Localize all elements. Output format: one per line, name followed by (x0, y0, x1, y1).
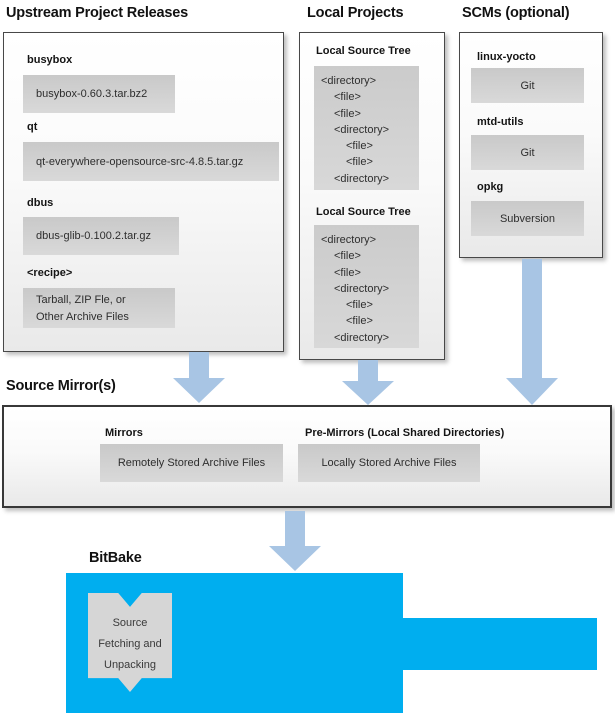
premirrors-box: Locally Stored Archive Files (298, 444, 480, 482)
ribbon-line: Unpacking (104, 659, 156, 671)
qt-label: qt (27, 121, 38, 133)
qt-tarball-box: qt-everywhere-opensource-src-4.8.5.tar.g… (23, 142, 279, 181)
tree-line: <file> (346, 315, 373, 328)
ribbon-line: Source (112, 617, 148, 629)
opkg-subversion-text: Subversion (499, 212, 556, 225)
tree-line: <file> (346, 156, 373, 169)
tree-line: <file> (346, 299, 373, 312)
recipe-archive-line: Other Archive Files (36, 311, 129, 323)
tree-line: <directory> (334, 331, 390, 344)
arrow-upstream-to-mirrors (173, 352, 225, 403)
dbus-tarball-box: dbus-glib-0.100.2.tar.gz (23, 217, 179, 255)
local-source-tree-2-label: Local Source Tree (316, 206, 411, 218)
local-source-tree-1-box: <directory> <file> <file> <directory> <f… (314, 66, 419, 190)
mtd-utils-git-box: Git (471, 135, 584, 170)
premirrors-label: Pre-Mirrors (Local Shared Directories) (305, 427, 505, 439)
scms-panel: linux-yocto Git mtd-utils Git opkg Subve… (459, 32, 603, 258)
mirrors-box-text: Remotely Stored Archive Files (117, 457, 266, 469)
mtd-utils-label: mtd-utils (477, 116, 524, 128)
tree-line: <file> (334, 91, 361, 104)
opkg-label: opkg (477, 181, 504, 193)
opkg-subversion-box: Subversion (471, 201, 584, 236)
upstream-title: Upstream Project Releases (6, 5, 188, 21)
busybox-tarball-box: busybox-0.60.3.tar.bz2 (23, 75, 175, 113)
tree-line: <file> (346, 140, 373, 153)
tree-line: <directory> (321, 75, 377, 87)
tree-line: <file> (334, 107, 361, 120)
premirrors-box-text: Locally Stored Archive Files (321, 457, 457, 469)
dbus-tarball-text: dbus-glib-0.100.2.tar.gz (36, 230, 151, 242)
bitbake-arm (402, 618, 597, 670)
source-mirrors-panel: Mirrors Remotely Stored Archive Files Pr… (2, 405, 612, 508)
recipe-label: <recipe> (27, 267, 73, 279)
tree-line: <directory> (321, 234, 377, 246)
scms-title: SCMs (optional) (462, 5, 570, 21)
qt-tarball-text: qt-everywhere-opensource-src-4.8.5.tar.g… (36, 155, 244, 168)
linux-yocto-label: linux-yocto (477, 51, 536, 63)
tree-line: <directory> (334, 123, 390, 136)
local-projects-panel: Local Source Tree <directory> <file> <fi… (299, 32, 445, 360)
tree-line: <directory> (334, 172, 390, 185)
dbus-label: dbus (27, 197, 54, 209)
mtd-utils-git-text: Git (520, 146, 535, 159)
tree-line: <file> (334, 250, 361, 263)
linux-yocto-git-box: Git (471, 68, 584, 103)
local-source-tree-1-label: Local Source Tree (316, 45, 411, 57)
recipe-archive-line: Tarball, ZIP Fle, or (36, 294, 126, 306)
source-mirrors-title: Source Mirror(s) (6, 378, 116, 394)
ribbon-line: Fetching and (98, 638, 162, 650)
tree-line: <directory> (334, 282, 390, 295)
mirrors-box: Remotely Stored Archive Files (100, 444, 283, 482)
local-projects-title: Local Projects (307, 5, 404, 21)
arrow-local-to-mirrors (342, 360, 394, 405)
mirrors-label: Mirrors (105, 427, 143, 439)
linux-yocto-git-text: Git (520, 79, 535, 92)
tree-line: <file> (334, 266, 361, 279)
local-source-tree-2-box: <directory> <file> <file> <directory> <f… (314, 225, 419, 348)
upstream-panel: busybox busybox-0.60.3.tar.bz2 qt qt-eve… (3, 32, 284, 352)
source-fetching-ribbon: Source Fetching and Unpacking (88, 593, 172, 692)
busybox-tarball-text: busybox-0.60.3.tar.bz2 (36, 88, 148, 100)
bitbake-title: BitBake (89, 550, 142, 566)
busybox-label: busybox (27, 54, 73, 66)
arrow-scms-to-mirrors (506, 259, 558, 405)
arrow-mirrors-to-bitbake (269, 511, 321, 571)
recipe-archive-box: Tarball, ZIP Fle, or Other Archive Files (23, 288, 175, 328)
